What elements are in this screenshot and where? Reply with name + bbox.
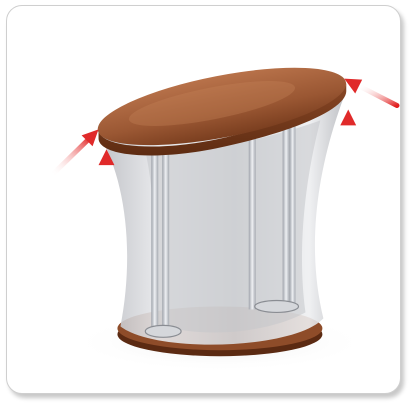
- arrow-left-vertical-up-icon: [99, 149, 115, 322]
- arrow-right-pointing-to-top-edge-icon: [344, 79, 397, 106]
- arrow-left-pointing-to-top-edge-icon: [52, 129, 99, 175]
- pole: [290, 122, 296, 309]
- photo-card: [6, 5, 401, 394]
- pole-base: [255, 300, 299, 312]
- pole: [151, 150, 158, 334]
- pole: [283, 120, 290, 309]
- pole-base: [145, 325, 181, 337]
- pole: [249, 125, 256, 309]
- arrow-right-vertical-up-icon: [340, 109, 356, 302]
- pole: [162, 148, 169, 334]
- counter-illustration: [7, 6, 400, 393]
